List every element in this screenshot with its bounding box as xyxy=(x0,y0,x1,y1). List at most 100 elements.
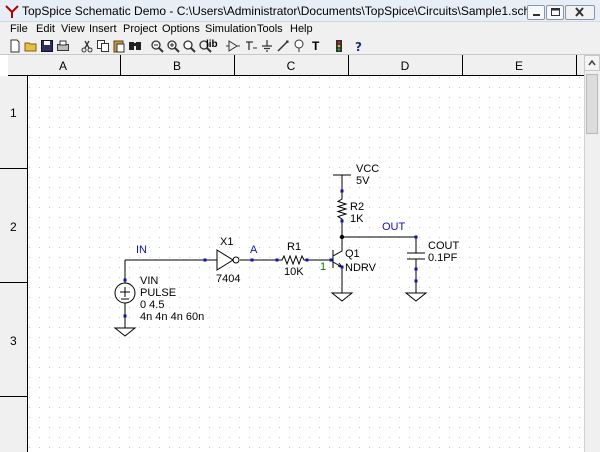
zoom-in-icon[interactable] xyxy=(166,39,180,53)
find-icon[interactable] xyxy=(128,39,142,53)
r2-value: 1K xyxy=(350,213,364,225)
save-icon[interactable] xyxy=(40,39,54,53)
menu-file[interactable]: File xyxy=(10,23,28,35)
capacitor-cout[interactable] xyxy=(404,252,428,302)
vin-params-1: 0 4.5 xyxy=(140,299,164,311)
probe-icon[interactable] xyxy=(292,39,306,53)
cut-icon[interactable] xyxy=(80,39,94,53)
print-icon[interactable] xyxy=(56,39,70,53)
q1-model: NDRV xyxy=(345,262,377,274)
menu-help[interactable]: Help xyxy=(290,23,313,35)
column-divider xyxy=(462,55,463,76)
r1-label: R1 xyxy=(287,241,301,253)
scroll-up-button[interactable] xyxy=(584,55,600,71)
row-divider xyxy=(0,396,28,397)
app-icon xyxy=(5,5,19,18)
q1-label: Q1 xyxy=(345,248,360,260)
wire-icon[interactable] xyxy=(276,39,290,53)
window-title: TopSpice Schematic Demo - C:\Users\Admin… xyxy=(22,4,531,18)
column-label-b: B xyxy=(172,59,181,73)
grid-dots xyxy=(29,77,584,452)
menu-simulation[interactable]: Simulation xyxy=(205,23,257,35)
resistor-r1[interactable] xyxy=(277,254,308,266)
vin-label: VIN xyxy=(140,275,158,287)
zoom-fit-icon[interactable] xyxy=(198,39,212,53)
pin-marker xyxy=(340,265,344,269)
row-label-2: 2 xyxy=(10,220,17,234)
ground-icon[interactable] xyxy=(260,39,274,53)
paste-icon[interactable] xyxy=(112,39,126,53)
pin-marker xyxy=(123,314,127,318)
x1-label: X1 xyxy=(220,236,233,248)
net-label-out[interactable]: OUT xyxy=(382,221,406,233)
column-divider xyxy=(576,55,577,76)
part-icon[interactable] xyxy=(226,39,240,53)
close-button[interactable] xyxy=(565,5,595,20)
menu-bar: File Edit View Insert Project Options Si… xyxy=(0,22,600,38)
net-label-in[interactable]: IN xyxy=(136,244,147,256)
label-icon[interactable] xyxy=(244,39,258,53)
column-label-c: C xyxy=(286,59,296,73)
row-label-3: 3 xyxy=(10,334,17,348)
title-bar: TopSpice Schematic Demo - C:\Users\Admin… xyxy=(0,0,600,22)
r2-label: R2 xyxy=(350,201,364,213)
library-icon[interactable]: lib xyxy=(206,39,218,50)
minimize-icon xyxy=(533,14,540,16)
chevron-up-icon xyxy=(588,59,596,66)
zoom-out-icon[interactable] xyxy=(150,39,164,53)
vin-params-2: 4n 4n 4n 60n xyxy=(140,311,204,323)
pin-marker xyxy=(305,258,309,262)
open-icon[interactable] xyxy=(24,39,38,53)
column-divider xyxy=(234,55,235,76)
vcc-value: 5V xyxy=(356,175,370,187)
resistor-r2[interactable] xyxy=(336,193,348,237)
q1-pin-number: 1 xyxy=(320,261,326,273)
menu-tools[interactable]: Tools xyxy=(257,23,283,35)
net-label-a[interactable]: A xyxy=(250,244,258,256)
pin-marker xyxy=(414,235,418,239)
pin-marker xyxy=(275,258,279,262)
row-label-1: 1 xyxy=(10,106,17,120)
vin-type: PULSE xyxy=(140,287,176,299)
menu-view[interactable]: View xyxy=(61,23,85,35)
column-label-d: D xyxy=(400,59,410,73)
schematic-drawing: VCC 5V R2 1K COUT 0.1PF Q1 NDRV R1 10K X… xyxy=(29,77,584,452)
menu-insert[interactable]: Insert xyxy=(89,23,117,35)
menu-options[interactable]: Options xyxy=(162,23,200,35)
pin-marker xyxy=(340,189,344,193)
zoom-area-icon[interactable] xyxy=(182,39,196,53)
row-divider xyxy=(0,168,28,169)
new-icon[interactable] xyxy=(8,39,22,53)
scroll-thumb[interactable] xyxy=(586,74,598,134)
simulate-icon[interactable] xyxy=(332,39,346,53)
text-icon[interactable]: T xyxy=(312,39,320,53)
cout-value: 0.1PF xyxy=(428,252,458,264)
minimize-button[interactable] xyxy=(527,5,545,20)
column-label-e: E xyxy=(514,59,523,73)
column-divider xyxy=(348,55,349,76)
column-divider xyxy=(120,55,121,76)
pin-marker xyxy=(250,258,254,262)
transistor-q1[interactable] xyxy=(330,237,354,302)
x1-model: 7404 xyxy=(216,273,240,285)
pin-marker xyxy=(340,219,344,223)
r1-value: 10K xyxy=(284,266,304,278)
vcc-label: VCC xyxy=(356,163,379,175)
cout-label: COUT xyxy=(428,240,459,252)
column-ruler: A B C D E xyxy=(8,55,584,76)
vertical-scrollbar[interactable] xyxy=(584,55,600,452)
pin-marker xyxy=(123,278,127,282)
menu-edit[interactable]: Edit xyxy=(36,23,55,35)
maximize-button[interactable] xyxy=(546,5,564,20)
copy-icon[interactable] xyxy=(96,39,110,53)
junction-dot xyxy=(339,234,345,240)
close-icon xyxy=(575,7,584,17)
toolbar: lib T ? xyxy=(0,38,600,55)
pin-marker xyxy=(414,279,418,283)
pin-marker xyxy=(414,267,418,271)
svg-text:?: ? xyxy=(355,40,362,53)
help-icon[interactable]: ? xyxy=(352,39,366,53)
menu-project[interactable]: Project xyxy=(123,23,158,35)
maximize-icon xyxy=(551,8,560,16)
pin-marker xyxy=(329,258,333,262)
